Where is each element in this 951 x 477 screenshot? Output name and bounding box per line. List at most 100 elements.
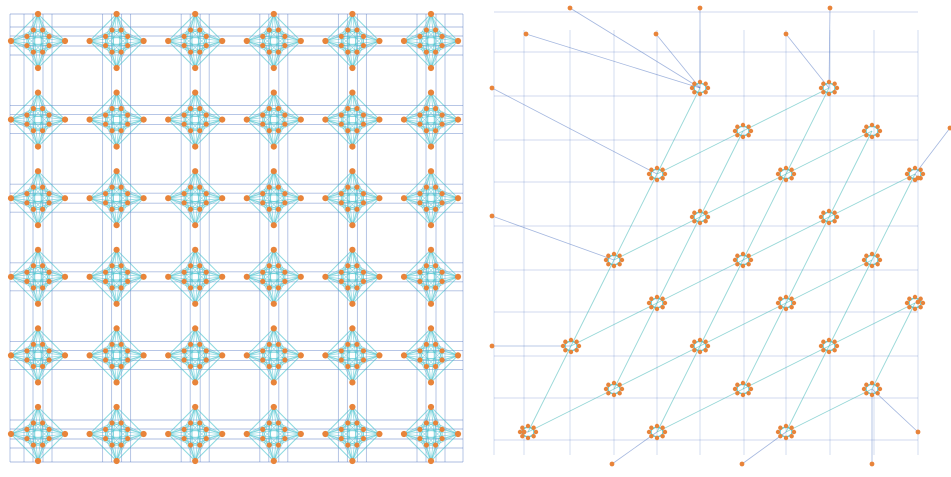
intra-tile-edge [105, 429, 144, 435]
intra-tile-edge [168, 265, 191, 278]
inter-tile-edge [828, 7, 831, 89]
intra-tile-edge [356, 433, 380, 446]
graph-node [611, 251, 617, 257]
graph-node [789, 434, 794, 439]
graph-node [417, 112, 423, 118]
intra-tile-edge [419, 36, 459, 42]
intra-tile-edge [33, 350, 50, 367]
graph-node [531, 434, 536, 439]
intra-tile-edge [268, 108, 275, 147]
intra-tile-edge [419, 193, 459, 199]
intra-tile-edge [199, 422, 223, 435]
intra-tile-edge [430, 124, 443, 147]
graph-node [24, 42, 30, 49]
intra-tile-edge [190, 344, 196, 383]
intra-tile-edge [268, 249, 275, 288]
intra-tile-edge [89, 114, 128, 120]
intra-tile-edge [273, 124, 286, 147]
intra-tile-edge [273, 281, 286, 304]
graph-node [606, 253, 611, 258]
intra-tile-edge [111, 422, 117, 462]
intra-tile-edge [341, 40, 380, 46]
intra-tile-edge [262, 119, 301, 125]
intra-tile-edge [37, 406, 66, 435]
intra-tile-edge [273, 13, 286, 37]
intra-tile-edge [194, 170, 223, 199]
graph-node [118, 184, 124, 190]
intra-tile-edge [37, 170, 66, 199]
graph-node [832, 339, 837, 344]
diagonal-edge [613, 173, 658, 261]
intra-tile-edge [325, 197, 348, 210]
intra-tile-edge [26, 13, 39, 37]
graph-node [270, 246, 277, 253]
graph-node [266, 105, 272, 112]
intra-tile-edge [352, 40, 380, 69]
graph-node [188, 285, 194, 291]
intra-tile-edge [89, 119, 128, 125]
intra-tile-edge [403, 119, 432, 147]
graph-node [260, 348, 266, 354]
intra-tile-edge [105, 119, 144, 125]
intra-tile-edge [273, 40, 302, 69]
intra-tile-edge [121, 422, 144, 435]
intra-tile-edge [352, 438, 364, 462]
diagonal-edge [742, 216, 830, 261]
intra-tile-edge [10, 271, 50, 278]
intra-tile-edge [340, 249, 353, 273]
graph-node [649, 425, 654, 430]
graph-node [654, 177, 660, 183]
intra-tile-edge [325, 40, 364, 46]
intra-tile-edge [116, 171, 129, 194]
graph-node [439, 112, 445, 118]
graph-node [423, 263, 430, 269]
intra-tile-edge [352, 265, 358, 304]
graph-node [423, 341, 430, 347]
graph-node [568, 337, 574, 343]
intra-tile-edge [347, 187, 353, 226]
intra-tile-edge [37, 108, 43, 147]
graph-node [270, 222, 277, 229]
intra-tile-edge [347, 193, 364, 210]
graph-node [861, 128, 867, 134]
graph-node [417, 191, 423, 197]
intra-tile-edge [10, 13, 39, 42]
intra-tile-edge [403, 36, 443, 42]
graph-node [338, 269, 344, 275]
intra-tile-edge [435, 186, 459, 199]
graph-node [660, 167, 665, 172]
intra-tile-edge [37, 265, 43, 304]
intra-tile-edge [325, 29, 348, 42]
intra-tile-edge [352, 406, 358, 446]
diagonal-edge [527, 388, 615, 433]
intra-tile-edge [273, 328, 302, 356]
graph-node [533, 429, 539, 435]
graph-node [30, 128, 37, 134]
graph-node [197, 442, 203, 448]
intra-tile-edge [352, 433, 380, 462]
intra-tile-edge [419, 13, 432, 37]
graph-node [345, 206, 351, 212]
intra-tile-edge [37, 406, 50, 430]
graph-node [24, 426, 30, 433]
intra-tile-edge [273, 359, 286, 383]
intra-tile-edge [183, 45, 196, 69]
intra-tile-edge [352, 249, 380, 278]
intra-tile-edge [184, 271, 223, 278]
intra-tile-edge [167, 92, 196, 120]
intra-tile-edge [168, 271, 207, 278]
intra-tile-edge [168, 433, 191, 446]
intra-tile-edge [89, 422, 113, 435]
intra-tile-edge [10, 40, 39, 69]
graph-node [125, 42, 131, 49]
graph-node [826, 220, 832, 226]
graph-node [192, 379, 199, 386]
intra-tile-edge [26, 429, 66, 435]
graph-node [423, 27, 430, 33]
intra-tile-edge [105, 406, 117, 430]
graph-node [39, 128, 46, 134]
intra-tile-edge [105, 92, 117, 116]
intra-tile-edge [10, 119, 34, 132]
graph-node [360, 357, 367, 363]
graph-node [439, 435, 445, 442]
